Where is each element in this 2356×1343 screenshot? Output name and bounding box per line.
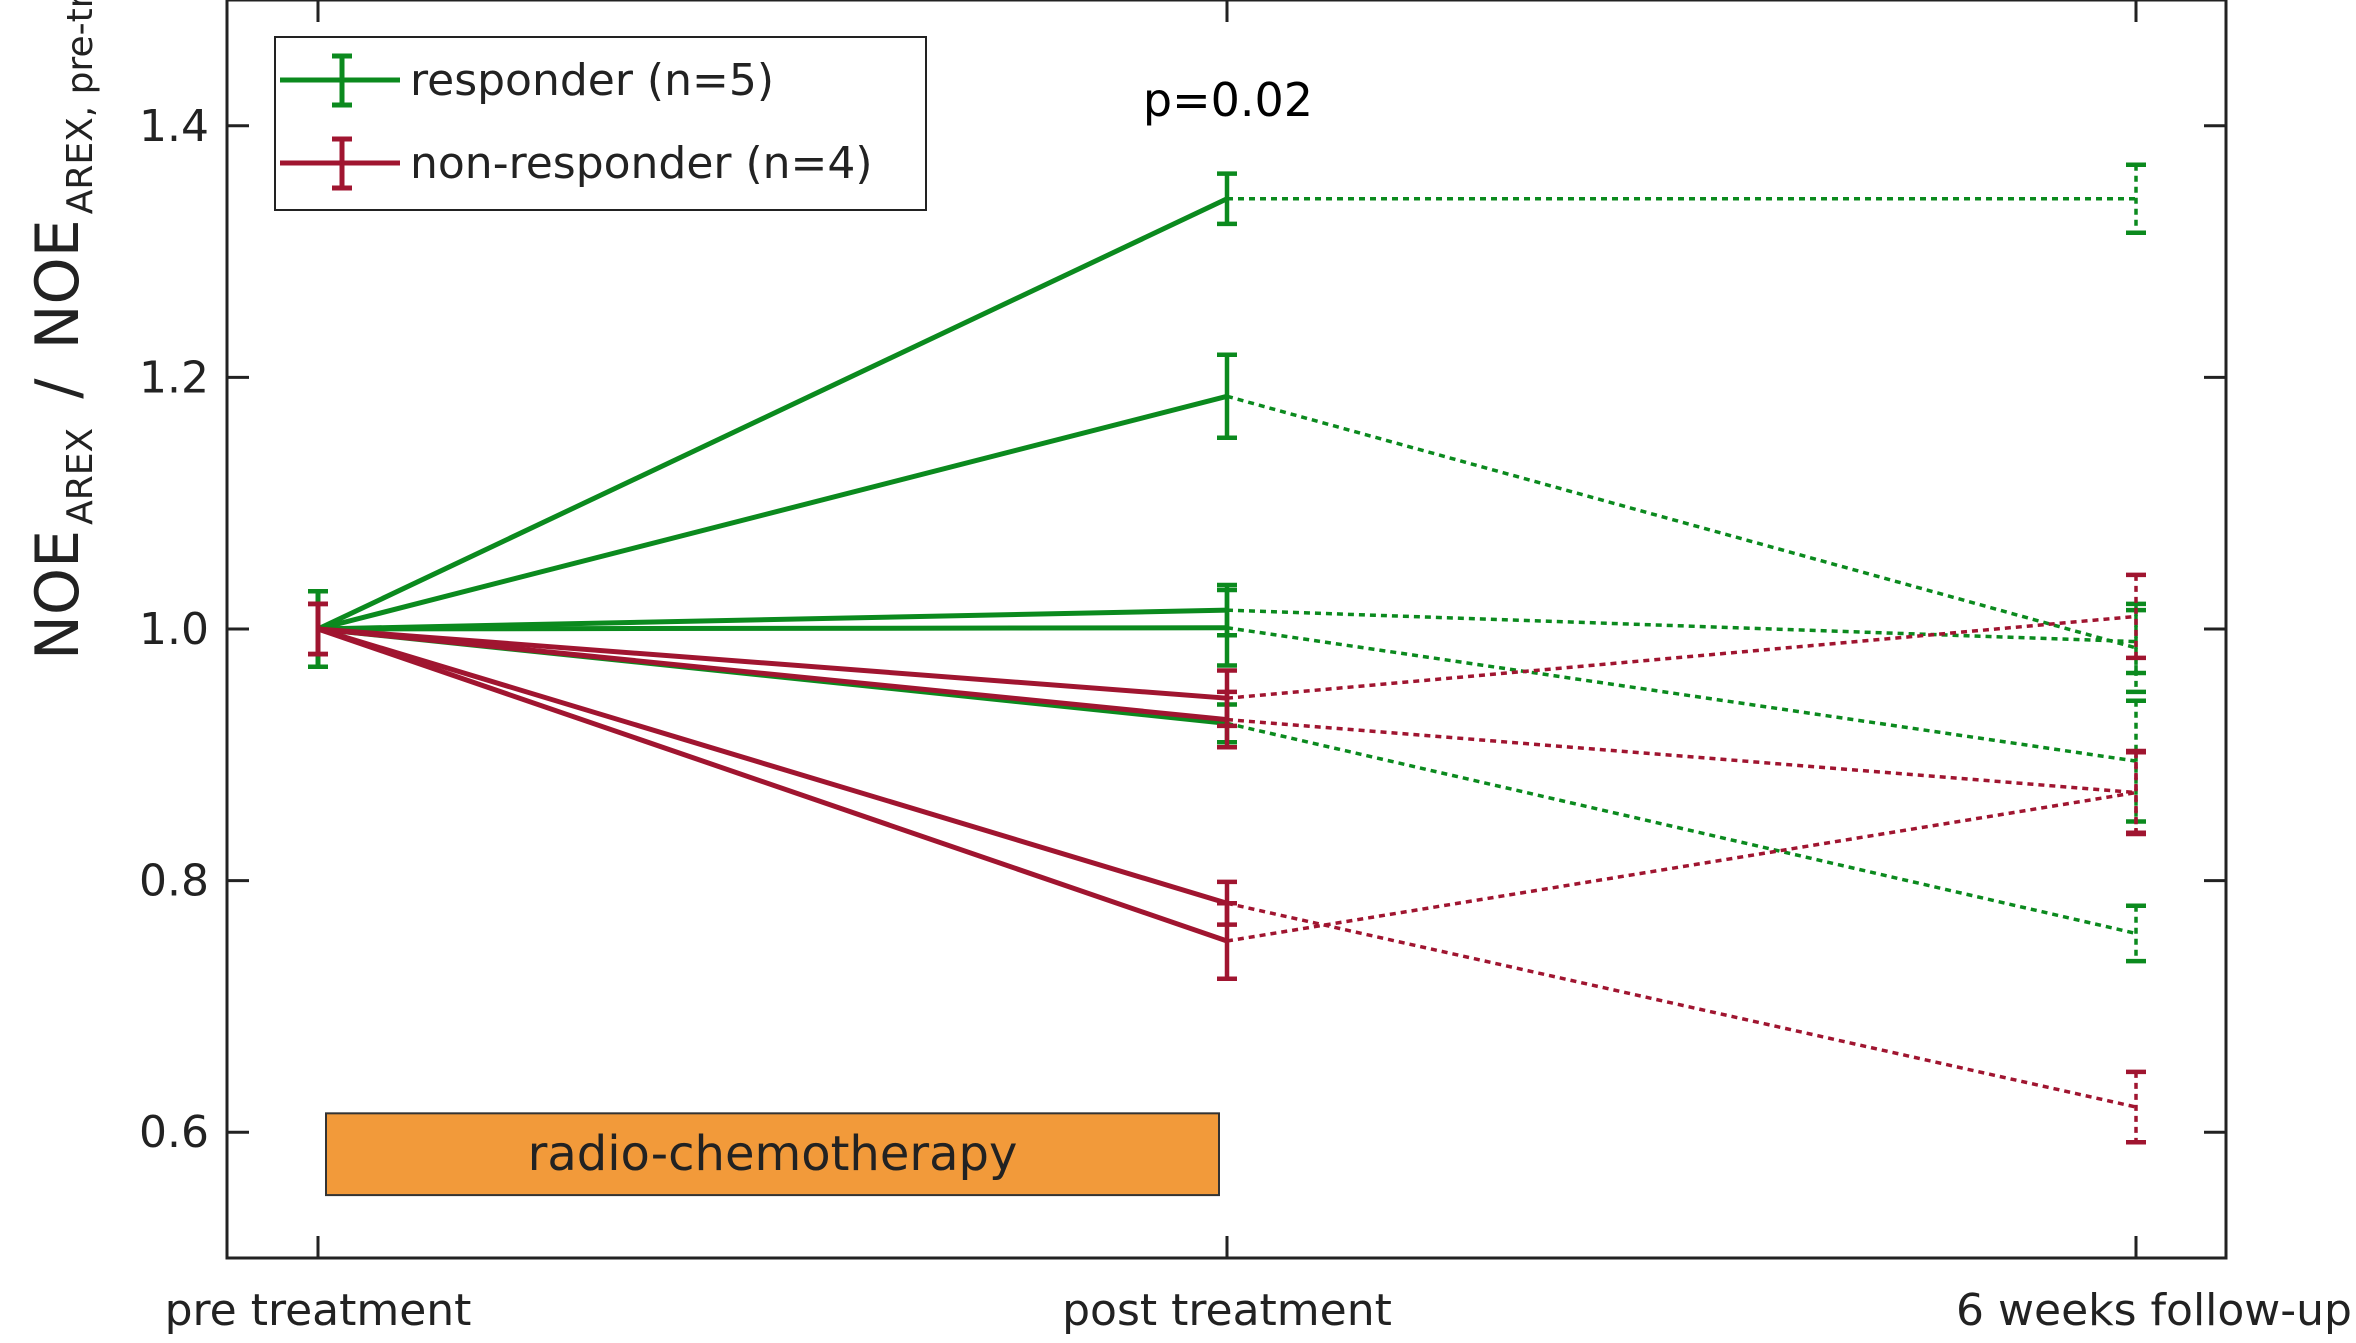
legend-box — [274, 36, 927, 211]
y-label-sub-2: AREX, pre-treatment — [60, 0, 101, 214]
series-followup-line-responder-4 — [1226, 721, 2137, 936]
x-tick-label: 6 weeks follow-up — [1956, 1285, 2352, 1336]
treatment-band-label: radio-chemotherapy — [528, 1126, 1018, 1182]
y-tick-label: 1.0 — [139, 604, 209, 655]
series-followup-line-non-responder-7 — [1226, 901, 2137, 1109]
series-line-non-responder-7 — [317, 626, 1228, 906]
x-axis: pre treatment post treatment 6 weeks follo… — [165, 0, 2352, 1336]
y-tick-label: 1.4 — [139, 101, 209, 152]
series-lines — [316, 196, 2137, 1109]
legend: responder (n=5) non-responder (n=4) — [274, 36, 927, 211]
series-followup-line-responder-2 — [1226, 608, 2137, 644]
x-tick-label: pre treatment — [165, 1285, 472, 1336]
series-line-responder-1 — [317, 393, 1228, 632]
treatment-band-rect — [325, 1112, 1220, 1197]
y-label-separator: / — [23, 378, 93, 399]
treatment-band: radio-chemotherapy — [325, 1112, 1220, 1197]
y-axis-label: NOE AREX / NOE AREX, pre-treatment — [23, 0, 101, 660]
y-label-main-1: NOE — [23, 530, 93, 660]
y-label-main-2: NOE — [23, 219, 93, 349]
series-line-non-responder-8 — [317, 626, 1228, 944]
error-bars — [308, 162, 2146, 1145]
legend-label-responder: responder (n=5) — [410, 55, 774, 106]
y-axis: 0.6 0.8 1.0 1.2 1.4 — [139, 101, 2226, 1158]
series-line-responder-3 — [317, 625, 1228, 632]
legend-item-responder: responder (n=5) — [280, 53, 774, 108]
y-tick-label: 1.2 — [139, 352, 209, 403]
p-value-annotation: p=0.02 — [1143, 73, 1313, 127]
series-followup-line-responder-1 — [1226, 394, 2137, 650]
legend-label-non-responder: non-responder (n=4) — [410, 138, 873, 189]
x-tick-label: post treatment — [1062, 1285, 1392, 1336]
series-followup-line-non-responder-6 — [1226, 717, 2137, 795]
series-line-non-responder-6 — [317, 626, 1228, 723]
series-followup-line-non-responder-5 — [1226, 614, 2137, 700]
series-line-non-responder-5 — [317, 626, 1228, 701]
series-line-responder-0 — [316, 196, 1229, 632]
legend-item-non-responder: non-responder (n=4) — [280, 136, 873, 191]
y-label-sub-1: AREX — [60, 428, 101, 525]
series-line-responder-2 — [317, 607, 1228, 632]
y-tick-label: 0.8 — [139, 856, 209, 907]
y-tick-label: 0.6 — [139, 1107, 209, 1158]
